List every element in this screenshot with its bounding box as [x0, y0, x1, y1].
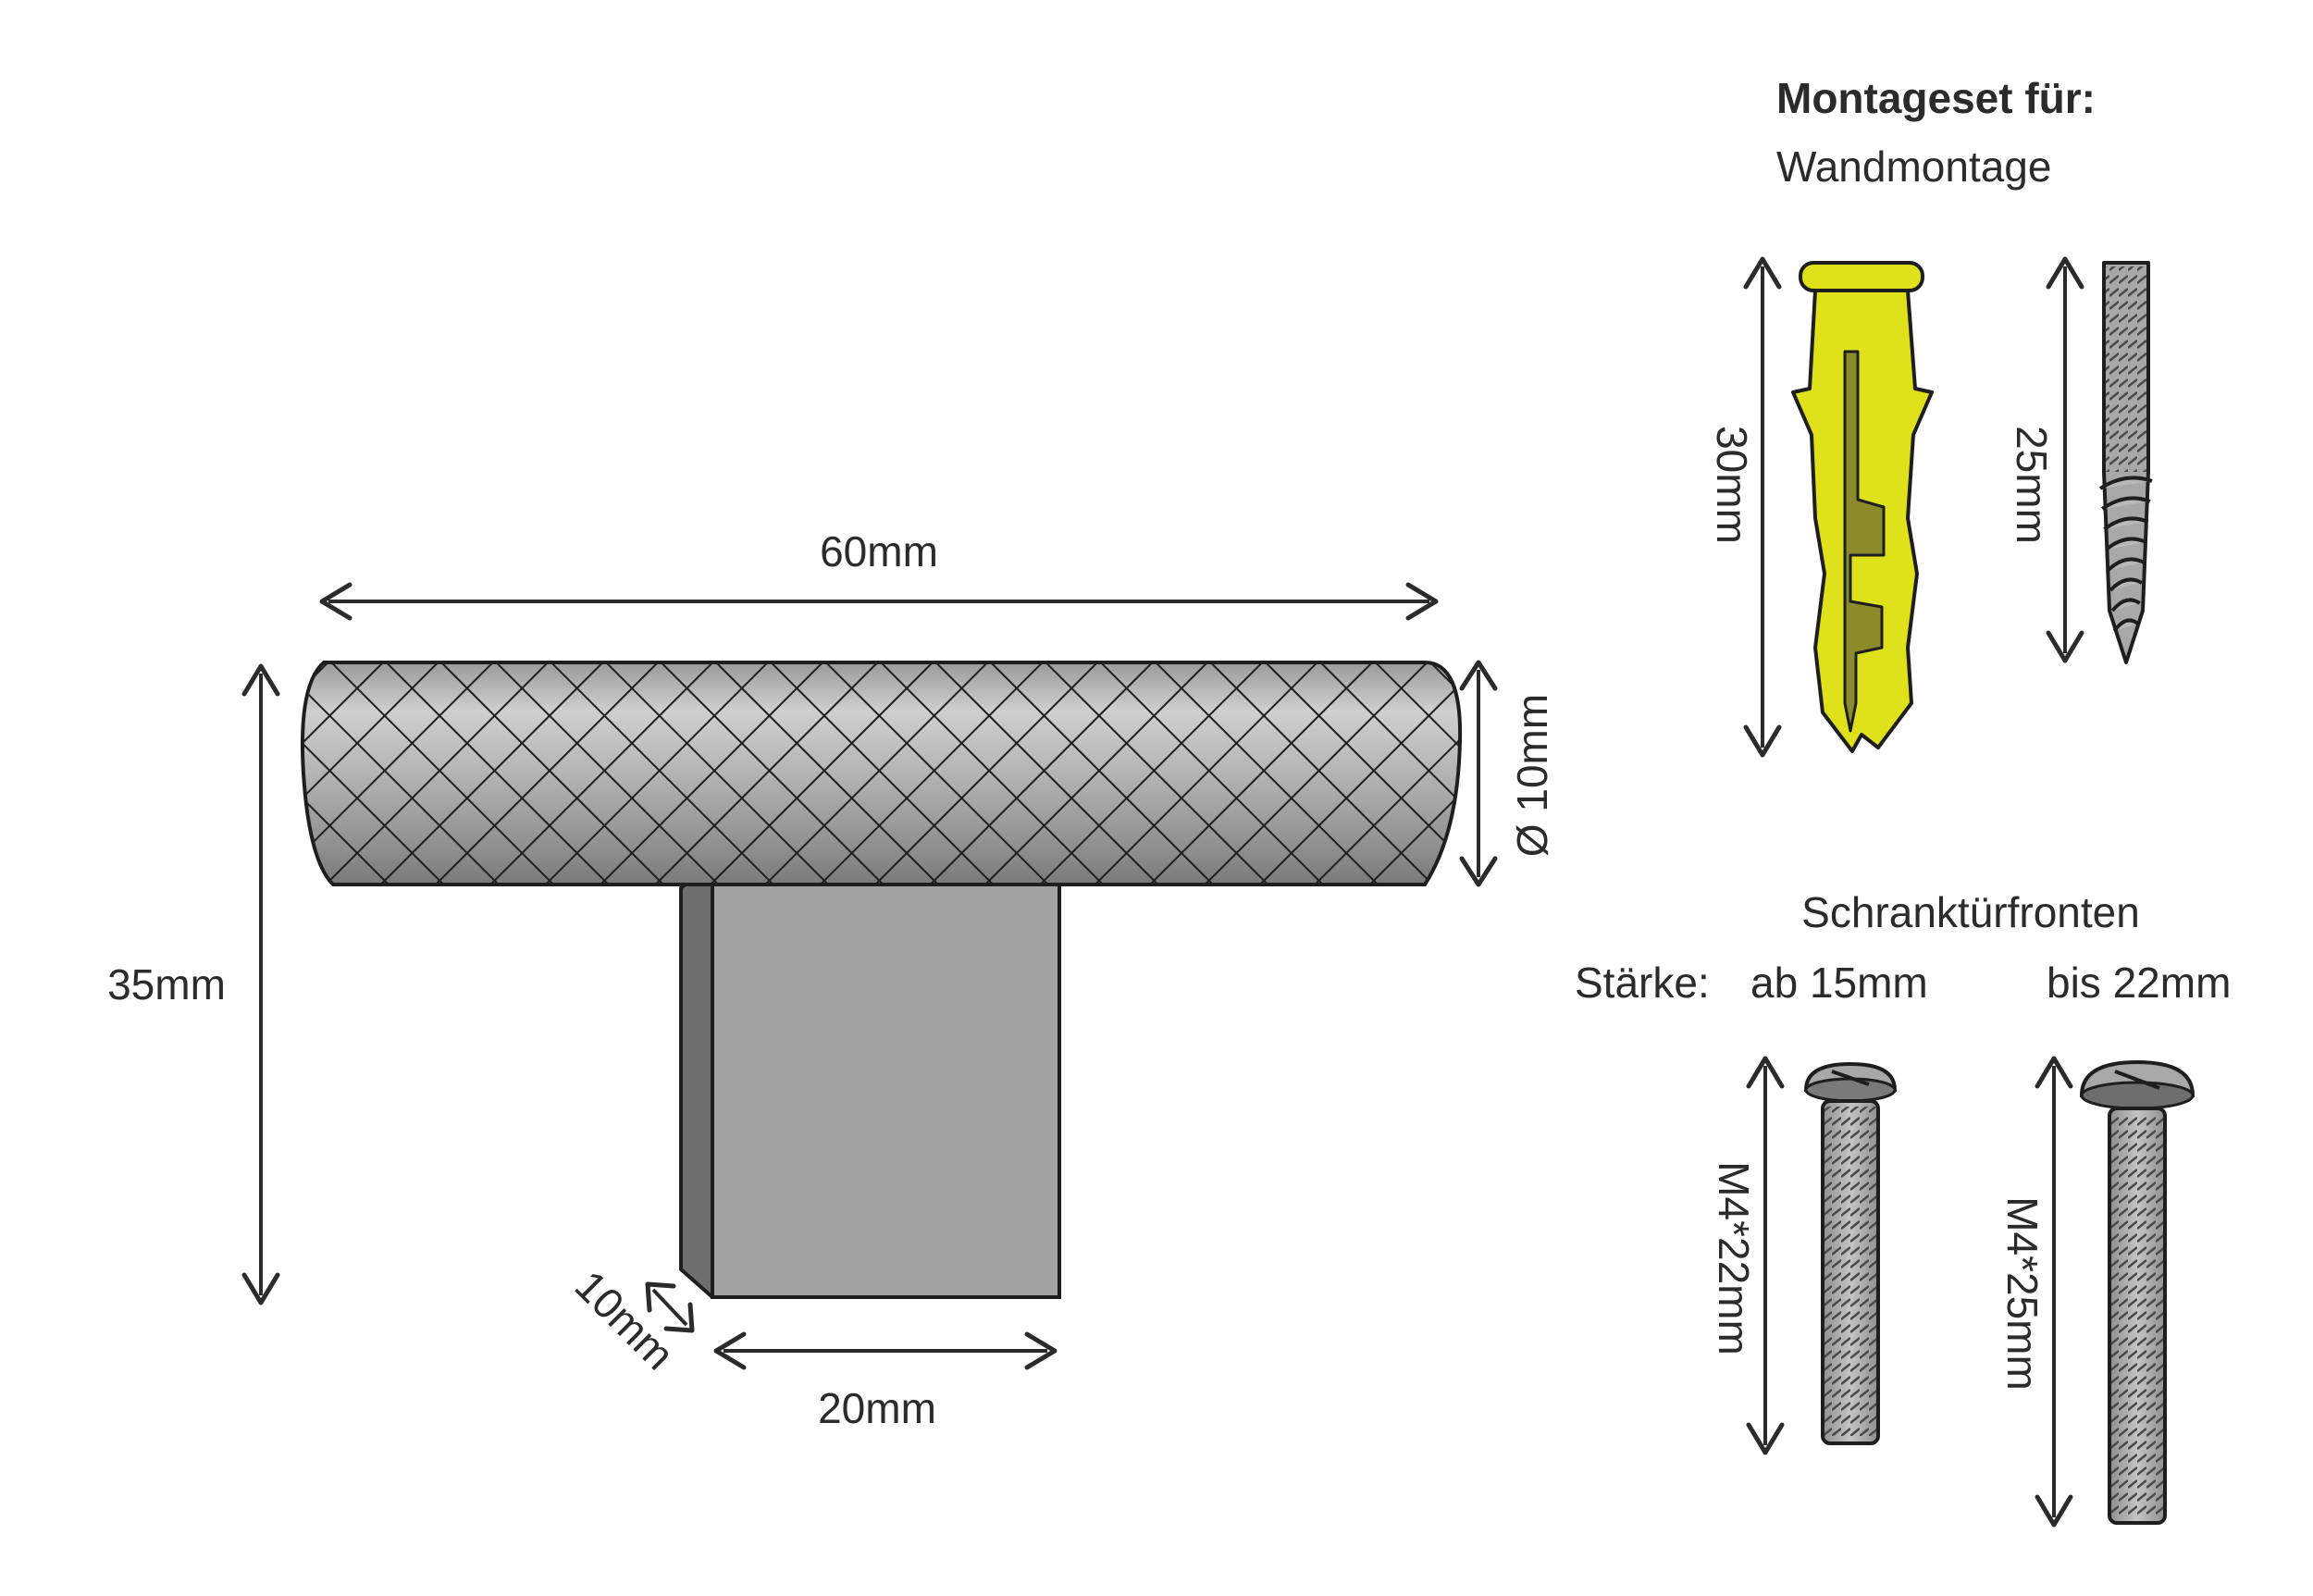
- dowel-length-arrow: [1743, 256, 1782, 758]
- dowel-length-label: 30mm: [1708, 426, 1756, 544]
- wood-screw-length-arrow: [2046, 256, 2084, 663]
- short-bolt-label: M4*22mm: [1710, 1161, 1758, 1355]
- cabinet-front-label: Schranktürfronten: [1801, 888, 2140, 936]
- knob-base-block: [679, 859, 1061, 1299]
- base-width-dimension-arrow: [713, 1331, 1058, 1370]
- screw-thread-turn: [2105, 537, 2147, 551]
- wood-screw-length-label: 25mm: [2008, 426, 2056, 544]
- wall-mount-label: Wandmontage: [1776, 142, 2051, 191]
- base-depth-dimension-arrow: [645, 1281, 695, 1333]
- short-bolt: [1803, 1061, 1898, 1445]
- knob-drawing: 60mm 35mm Ø 10mm: [107, 527, 1556, 1432]
- width-label: 60mm: [820, 527, 938, 575]
- knob-knurled-bar: [300, 661, 1463, 886]
- mounting-set: Montageset für: Wandmontage 30mm 25mm: [1575, 74, 2231, 1528]
- long-bolt-length-arrow: [2035, 1056, 2073, 1528]
- screw-thread-turns: [2098, 476, 2153, 633]
- screw-thread-turn: [2110, 598, 2141, 612]
- thickness-label: Stärke:: [1575, 959, 1710, 1007]
- screw-thread-turn: [2112, 618, 2139, 633]
- wood-screw: [2098, 261, 2153, 664]
- mounting-heading: Montageset für:: [1776, 74, 2096, 122]
- short-bolt-length-arrow: [1746, 1056, 1785, 1455]
- diameter-label: Ø 10mm: [1508, 694, 1556, 857]
- diameter-dimension-arrow: [1459, 660, 1498, 887]
- long-bolt: [2079, 1059, 2195, 1525]
- wall-dowel: [1791, 261, 1934, 753]
- thickness-from-label: ab 15mm: [1750, 959, 1928, 1007]
- screw-thread-turn: [2103, 516, 2149, 531]
- screw-thread-turn: [2107, 557, 2146, 572]
- height-dimension-arrow: [241, 663, 280, 1305]
- thickness-to-label: bis 22mm: [2047, 959, 2231, 1007]
- screw-thread-turn: [2098, 476, 2153, 490]
- screw-thread-turn: [2101, 496, 2151, 511]
- width-dimension-arrow: [319, 582, 1439, 621]
- screw-thread-turn: [2109, 577, 2144, 592]
- base-depth-label: 10mm: [566, 1261, 684, 1379]
- base-width-label: 20mm: [818, 1384, 936, 1432]
- height-label: 35mm: [107, 960, 226, 1008]
- long-bolt-label: M4*25mm: [1998, 1196, 2047, 1391]
